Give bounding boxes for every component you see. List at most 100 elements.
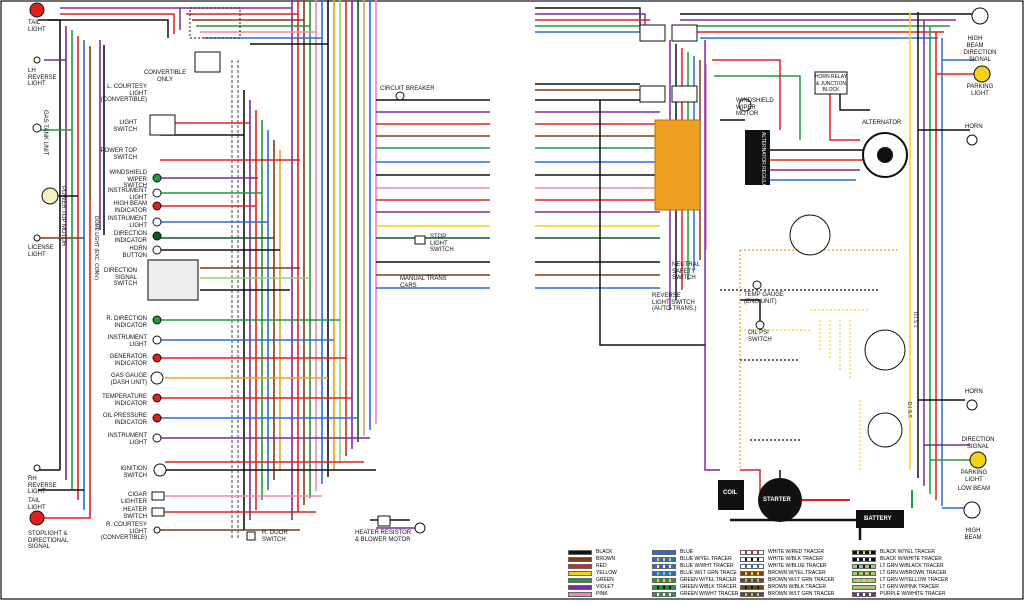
- legend-label: BROWN W/BLK TRACER: [768, 584, 826, 591]
- legend-swatch: [568, 549, 592, 555]
- legend-item: GREEN W/YEL TRACER: [652, 577, 736, 584]
- legend-label: GREEN W/YEL TRACER: [680, 577, 737, 584]
- legend-label: VIOLET: [596, 584, 614, 591]
- legend-swatch: [852, 549, 876, 555]
- label-direction-signal-switch: DIRECTION SIGNAL SWITCH: [104, 268, 137, 287]
- light-switch-body: [149, 114, 176, 136]
- legend-item: LT GRN W/BROWN TRACER: [852, 570, 946, 577]
- label-oil-pressure-indicator: OIL PRESSURE INDICATOR: [102, 413, 147, 426]
- legend-label: GREEN W/BLK TRACER: [680, 584, 737, 591]
- legend-swatch: [852, 570, 876, 576]
- label-temp-gauge: TEMP GAUGE (ENG UNIT): [744, 292, 784, 305]
- r-door-switch: [246, 531, 256, 541]
- headlamp-high-bottom: [963, 501, 981, 519]
- label-heater-switch: HEATER SWITCH: [123, 507, 147, 520]
- legend-label: LT GRN W/PINK TRACER: [880, 584, 939, 591]
- legend-item: PURPLE W/WHITE TRACER: [852, 591, 945, 598]
- legend-swatch: [852, 577, 876, 583]
- left-harness: [231, 0, 377, 540]
- label-temperature-indicator: TEMPERATURE INDICATOR: [102, 394, 147, 407]
- legend-swatch: [652, 591, 676, 597]
- legend-item: WHITE W/BLK TRACER: [740, 556, 823, 563]
- legend-item: VIOLET: [568, 584, 614, 591]
- legend-swatch: [652, 577, 676, 583]
- legend-label: WHITE W/BLK TRACER: [768, 556, 823, 563]
- legend-label: RED: [596, 563, 607, 570]
- label-direction-indicator: DIRECTION INDICATOR: [114, 231, 147, 244]
- legend-label: BLUE W/YEL TRACER: [680, 556, 732, 563]
- legend-item: WHITE W/BLUE TRACER: [740, 563, 827, 570]
- label-high-beam-indicator: HIGH BEAM INDICATOR: [113, 201, 147, 214]
- legend-item: BLACK W/WHITE TRACER: [852, 556, 942, 563]
- label-tail-light-top: TAIL LIGHT: [28, 20, 46, 33]
- horn-relay: [814, 71, 848, 95]
- tail-light-bottom: [29, 510, 45, 526]
- starter-body: [758, 478, 802, 522]
- label-r-courtesy-light: R. COURTESY LIGHT (CONVERTIBLE): [100, 522, 147, 541]
- fuse-block: [654, 119, 701, 211]
- label-low-beam: LOW BEAM: [957, 486, 991, 492]
- label-parking-light-bottom: PARKING LIGHT: [960, 470, 988, 483]
- legend-item: PINK: [568, 591, 608, 598]
- legend-swatch: [740, 563, 764, 569]
- label-high-beam-bottom: HIGH BEAM: [964, 528, 982, 541]
- oil-psi-switch: [755, 320, 765, 330]
- label-stop-light-switch: STOP LIGHT SWITCH: [430, 234, 454, 253]
- label-oil-psi-switch: OIL PSI SWITCH: [748, 330, 772, 343]
- legend-item: LT GRN W/YELLOW TRACER: [852, 577, 948, 584]
- legend-label: WHITE W/BLUE TRACER: [768, 563, 827, 570]
- label-circuit-breaker: CIRCUIT BREAKER: [380, 86, 435, 92]
- label-heater-resistor-blower: HEATER RESISTOR & BLOWER MOTOR: [355, 530, 412, 543]
- left-top-bundle: [48, 7, 328, 45]
- legend-item: BLUE: [652, 549, 693, 556]
- legend-swatch: [568, 584, 592, 590]
- left-to-center-feeds: [376, 99, 490, 289]
- label-windshield-wiper-switch: WINDSHIELD WIPER SWITCH: [109, 170, 147, 189]
- coil-body: [718, 480, 744, 510]
- connector-a: [639, 24, 666, 42]
- label-lh-reverse-light: LH REVERSE LIGHT: [28, 68, 57, 87]
- label-windshield-wiper-motor: WINDSHIELD WIPER MOTOR: [736, 98, 774, 117]
- parking-light-bottom: [969, 451, 987, 469]
- label-generator-indicator: GENERATOR INDICATOR: [109, 354, 147, 367]
- label-rh-reverse-light: RH REVERSE LIGHT: [28, 476, 57, 495]
- legend-item: BROWN W/YEL TRACER: [740, 570, 826, 577]
- legend-swatch: [740, 577, 764, 583]
- alternator-regulator: [745, 130, 770, 185]
- wiper-motor: [738, 98, 752, 112]
- legend-swatch: [740, 549, 764, 555]
- legend-swatch: [568, 556, 592, 562]
- direction-switch-body: [147, 259, 199, 301]
- label-manual-trans-cars: MANUAL TRANS CARS: [400, 276, 447, 289]
- legend-item: GREEN W/WHT TRACER: [652, 591, 738, 598]
- legend-label: BLUE: [680, 549, 694, 556]
- legend-label: BROWN: [596, 556, 616, 563]
- label-r-direction-indicator: R. DIRECTION INDICATOR: [106, 316, 147, 329]
- tail-light-top: [29, 2, 45, 18]
- gas-tank-unit: [32, 123, 42, 133]
- legend-swatch: [568, 563, 592, 569]
- license-light: [33, 234, 41, 242]
- legend-swatch: [740, 584, 764, 590]
- label-dome-light: DOME LIGHT (EXC. CONV.): [93, 216, 99, 281]
- legend-swatch: [852, 556, 876, 562]
- distributor-cap-2: [864, 329, 906, 371]
- legend-swatch: [568, 570, 592, 576]
- lh-reverse-light: [33, 56, 41, 64]
- legend-item: BROWN W/BLK TRACER: [740, 584, 826, 591]
- right-feed-lines: [535, 7, 660, 289]
- stop-light-switch: [414, 235, 426, 245]
- legend-item: BLUE W/YEL TRACER: [652, 556, 732, 563]
- label-l-courtesy-light: L. COURTESY LIGHT (CONVERTIBLE): [100, 84, 147, 103]
- label-stoplight-directional: STOPLIGHT & DIRECTIONAL SIGNAL: [28, 531, 69, 550]
- label-gas-gauge: GAS GAUGE (DASH UNIT): [110, 373, 147, 386]
- blower-motor: [414, 522, 426, 534]
- legend-label: BROWN W/LT GRN TRACER: [768, 591, 835, 598]
- label-battery: BATTERY: [864, 516, 892, 522]
- rh-reverse-light: [33, 464, 41, 472]
- legend-item: LT GRN W/BLACK TRACER: [852, 563, 944, 570]
- legend-label: PINK: [596, 591, 608, 598]
- distributor-cap-3: [867, 412, 903, 448]
- legend-label: BLACK W/YEL TRACER: [880, 549, 936, 556]
- legend-label: LT GRN W/BLACK TRACER: [880, 563, 944, 570]
